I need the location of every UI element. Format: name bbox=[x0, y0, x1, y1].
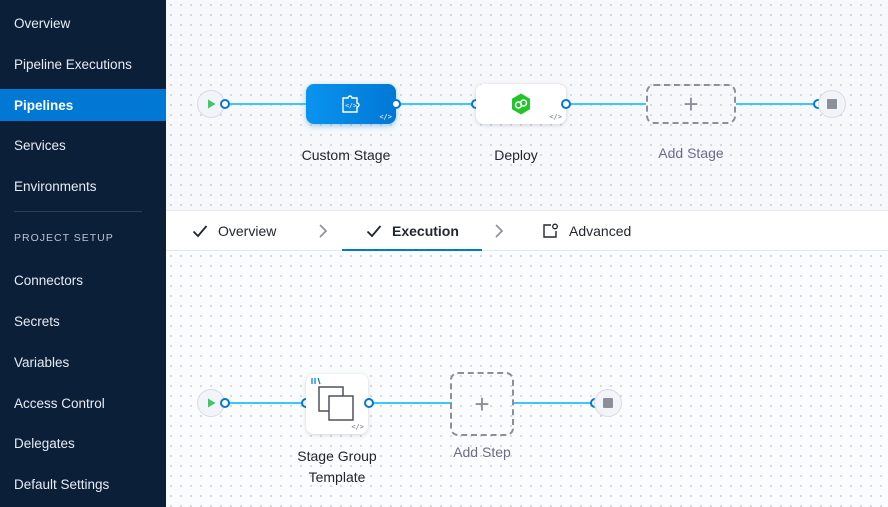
sidebar-item-label: Secrets bbox=[14, 313, 60, 329]
plus-icon: + bbox=[474, 389, 490, 419]
deploy-hex-icon bbox=[512, 93, 530, 115]
sidebar-item-pipeline-executions[interactable]: Pipeline Executions bbox=[0, 48, 166, 80]
connector-port bbox=[220, 398, 230, 408]
tab-overview[interactable]: Overview bbox=[192, 211, 276, 251]
plus-icon: + bbox=[683, 89, 699, 119]
deploy-stage-card[interactable]: </> bbox=[476, 84, 566, 124]
sidebar-item-label: Pipeline Executions bbox=[14, 56, 132, 72]
custom-stage-icon: </> bbox=[342, 95, 360, 113]
check-icon bbox=[366, 225, 382, 238]
sidebar-item-label: Access Control bbox=[14, 395, 105, 411]
active-tab-indicator bbox=[342, 249, 482, 251]
sidebar-item-environments[interactable]: Environments bbox=[0, 170, 166, 202]
connector-port bbox=[561, 99, 571, 109]
connector-line bbox=[224, 103, 310, 105]
sidebar-item-connectors[interactable]: Connectors bbox=[0, 264, 166, 296]
sidebar-item-label: Default Settings bbox=[14, 476, 110, 492]
step-label-line: Template bbox=[308, 469, 366, 485]
advanced-icon bbox=[543, 223, 558, 238]
execution-end-node bbox=[594, 389, 622, 417]
code-badge: </> bbox=[379, 113, 392, 121]
tab-advanced[interactable]: Advanced bbox=[542, 211, 631, 251]
tab-label: Overview bbox=[218, 223, 277, 239]
connector-line bbox=[566, 103, 646, 105]
connector-port bbox=[391, 99, 401, 109]
sidebar-item-variables[interactable]: Variables bbox=[0, 346, 166, 378]
connector-line bbox=[396, 103, 478, 105]
sidebar-item-label: Delegates bbox=[14, 435, 75, 451]
connector-port bbox=[364, 398, 374, 408]
play-icon bbox=[208, 398, 216, 408]
execution-canvas[interactable] bbox=[166, 251, 888, 507]
sidebar-item-secrets[interactable]: Secrets bbox=[0, 305, 166, 337]
sidebar-divider bbox=[14, 211, 142, 212]
tab-label: Advanced bbox=[569, 223, 632, 239]
connector-line bbox=[368, 402, 452, 404]
chevron-right-icon bbox=[319, 224, 328, 238]
step-label: Stage Group Template bbox=[282, 446, 392, 488]
stage-group-template-card[interactable]: </> bbox=[306, 374, 368, 434]
sidebar-item-label: Connectors bbox=[14, 272, 84, 288]
check-icon bbox=[192, 225, 208, 238]
svg-text:</>: </> bbox=[345, 102, 357, 110]
sidebar-item-label: Overview bbox=[14, 15, 71, 31]
connector-port bbox=[220, 99, 230, 109]
sidebar-item-label: Environments bbox=[14, 178, 97, 194]
sidebar-item-label: Services bbox=[14, 137, 66, 153]
sidebar-item-access-control[interactable]: Access Control bbox=[0, 387, 166, 419]
sidebar-item-delegates[interactable]: Delegates bbox=[0, 427, 166, 459]
step-label-line: Stage Group bbox=[297, 448, 377, 464]
sidebar-item-label: Pipelines bbox=[14, 97, 74, 113]
template-marker-icon bbox=[311, 377, 321, 385]
stage-label: Deploy bbox=[494, 147, 538, 163]
stage-label: Custom Stage bbox=[301, 147, 391, 163]
stage-tabs: Overview Execution Advanced bbox=[166, 210, 888, 251]
code-badge: </> bbox=[549, 113, 562, 121]
connector-line bbox=[512, 402, 598, 404]
pipeline-end-node bbox=[818, 90, 846, 118]
sidebar-section-title: PROJECT SETUP bbox=[14, 232, 114, 244]
sidebar-item-pipelines[interactable]: Pipelines bbox=[0, 89, 166, 121]
sidebar-item-overview[interactable]: Overview bbox=[0, 7, 166, 39]
sidebar-item-default-settings[interactable]: Default Settings bbox=[0, 468, 166, 500]
code-badge: </> bbox=[351, 423, 364, 431]
play-icon bbox=[208, 99, 216, 109]
tab-execution[interactable]: Execution bbox=[366, 211, 459, 251]
stage-group-icon bbox=[318, 386, 354, 421]
sidebar-item-services[interactable]: Services bbox=[0, 129, 166, 161]
add-step-label: Add Step bbox=[453, 444, 511, 460]
connector-line bbox=[224, 402, 310, 404]
stop-icon bbox=[603, 398, 613, 408]
connector-line bbox=[736, 103, 818, 105]
add-stage-button[interactable]: + bbox=[646, 84, 736, 124]
add-step-button[interactable]: + bbox=[450, 372, 514, 436]
add-stage-label: Add Stage bbox=[658, 145, 724, 161]
chevron-right-icon bbox=[495, 224, 504, 238]
sidebar: Overview Pipeline Executions Pipelines S… bbox=[0, 0, 166, 507]
sidebar-item-label: Variables bbox=[14, 354, 70, 370]
stop-icon bbox=[827, 99, 837, 109]
custom-stage-card[interactable]: </> </> bbox=[306, 84, 396, 124]
tab-label: Execution bbox=[392, 223, 459, 239]
